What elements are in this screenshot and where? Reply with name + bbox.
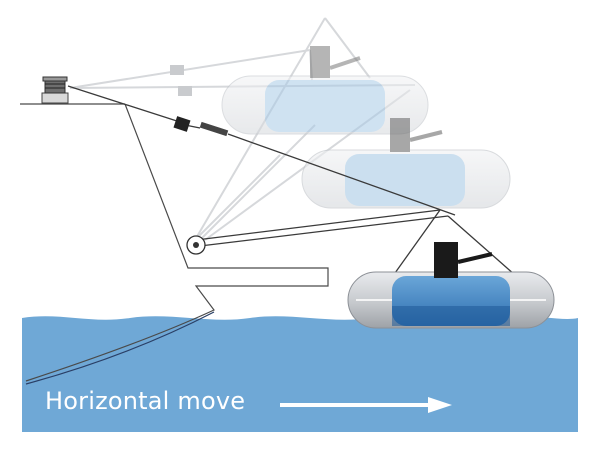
tender-dinghy-icon [347, 271, 555, 329]
hydraulic-ram [173, 116, 229, 137]
outboard-motor-icon [434, 242, 493, 278]
lifting-arm [67, 85, 516, 276]
ghost-tender-upper [221, 46, 429, 135]
hull-waterline [25, 311, 215, 385]
pivot-icon [186, 235, 206, 255]
ghost-ram-fittings [170, 65, 192, 96]
ghost-tender-middle [301, 118, 511, 209]
hull [20, 103, 329, 382]
right-arrow-icon [280, 397, 452, 413]
winch-icon [41, 76, 69, 104]
horizontal-move-caption: Horizontal move [45, 387, 246, 415]
